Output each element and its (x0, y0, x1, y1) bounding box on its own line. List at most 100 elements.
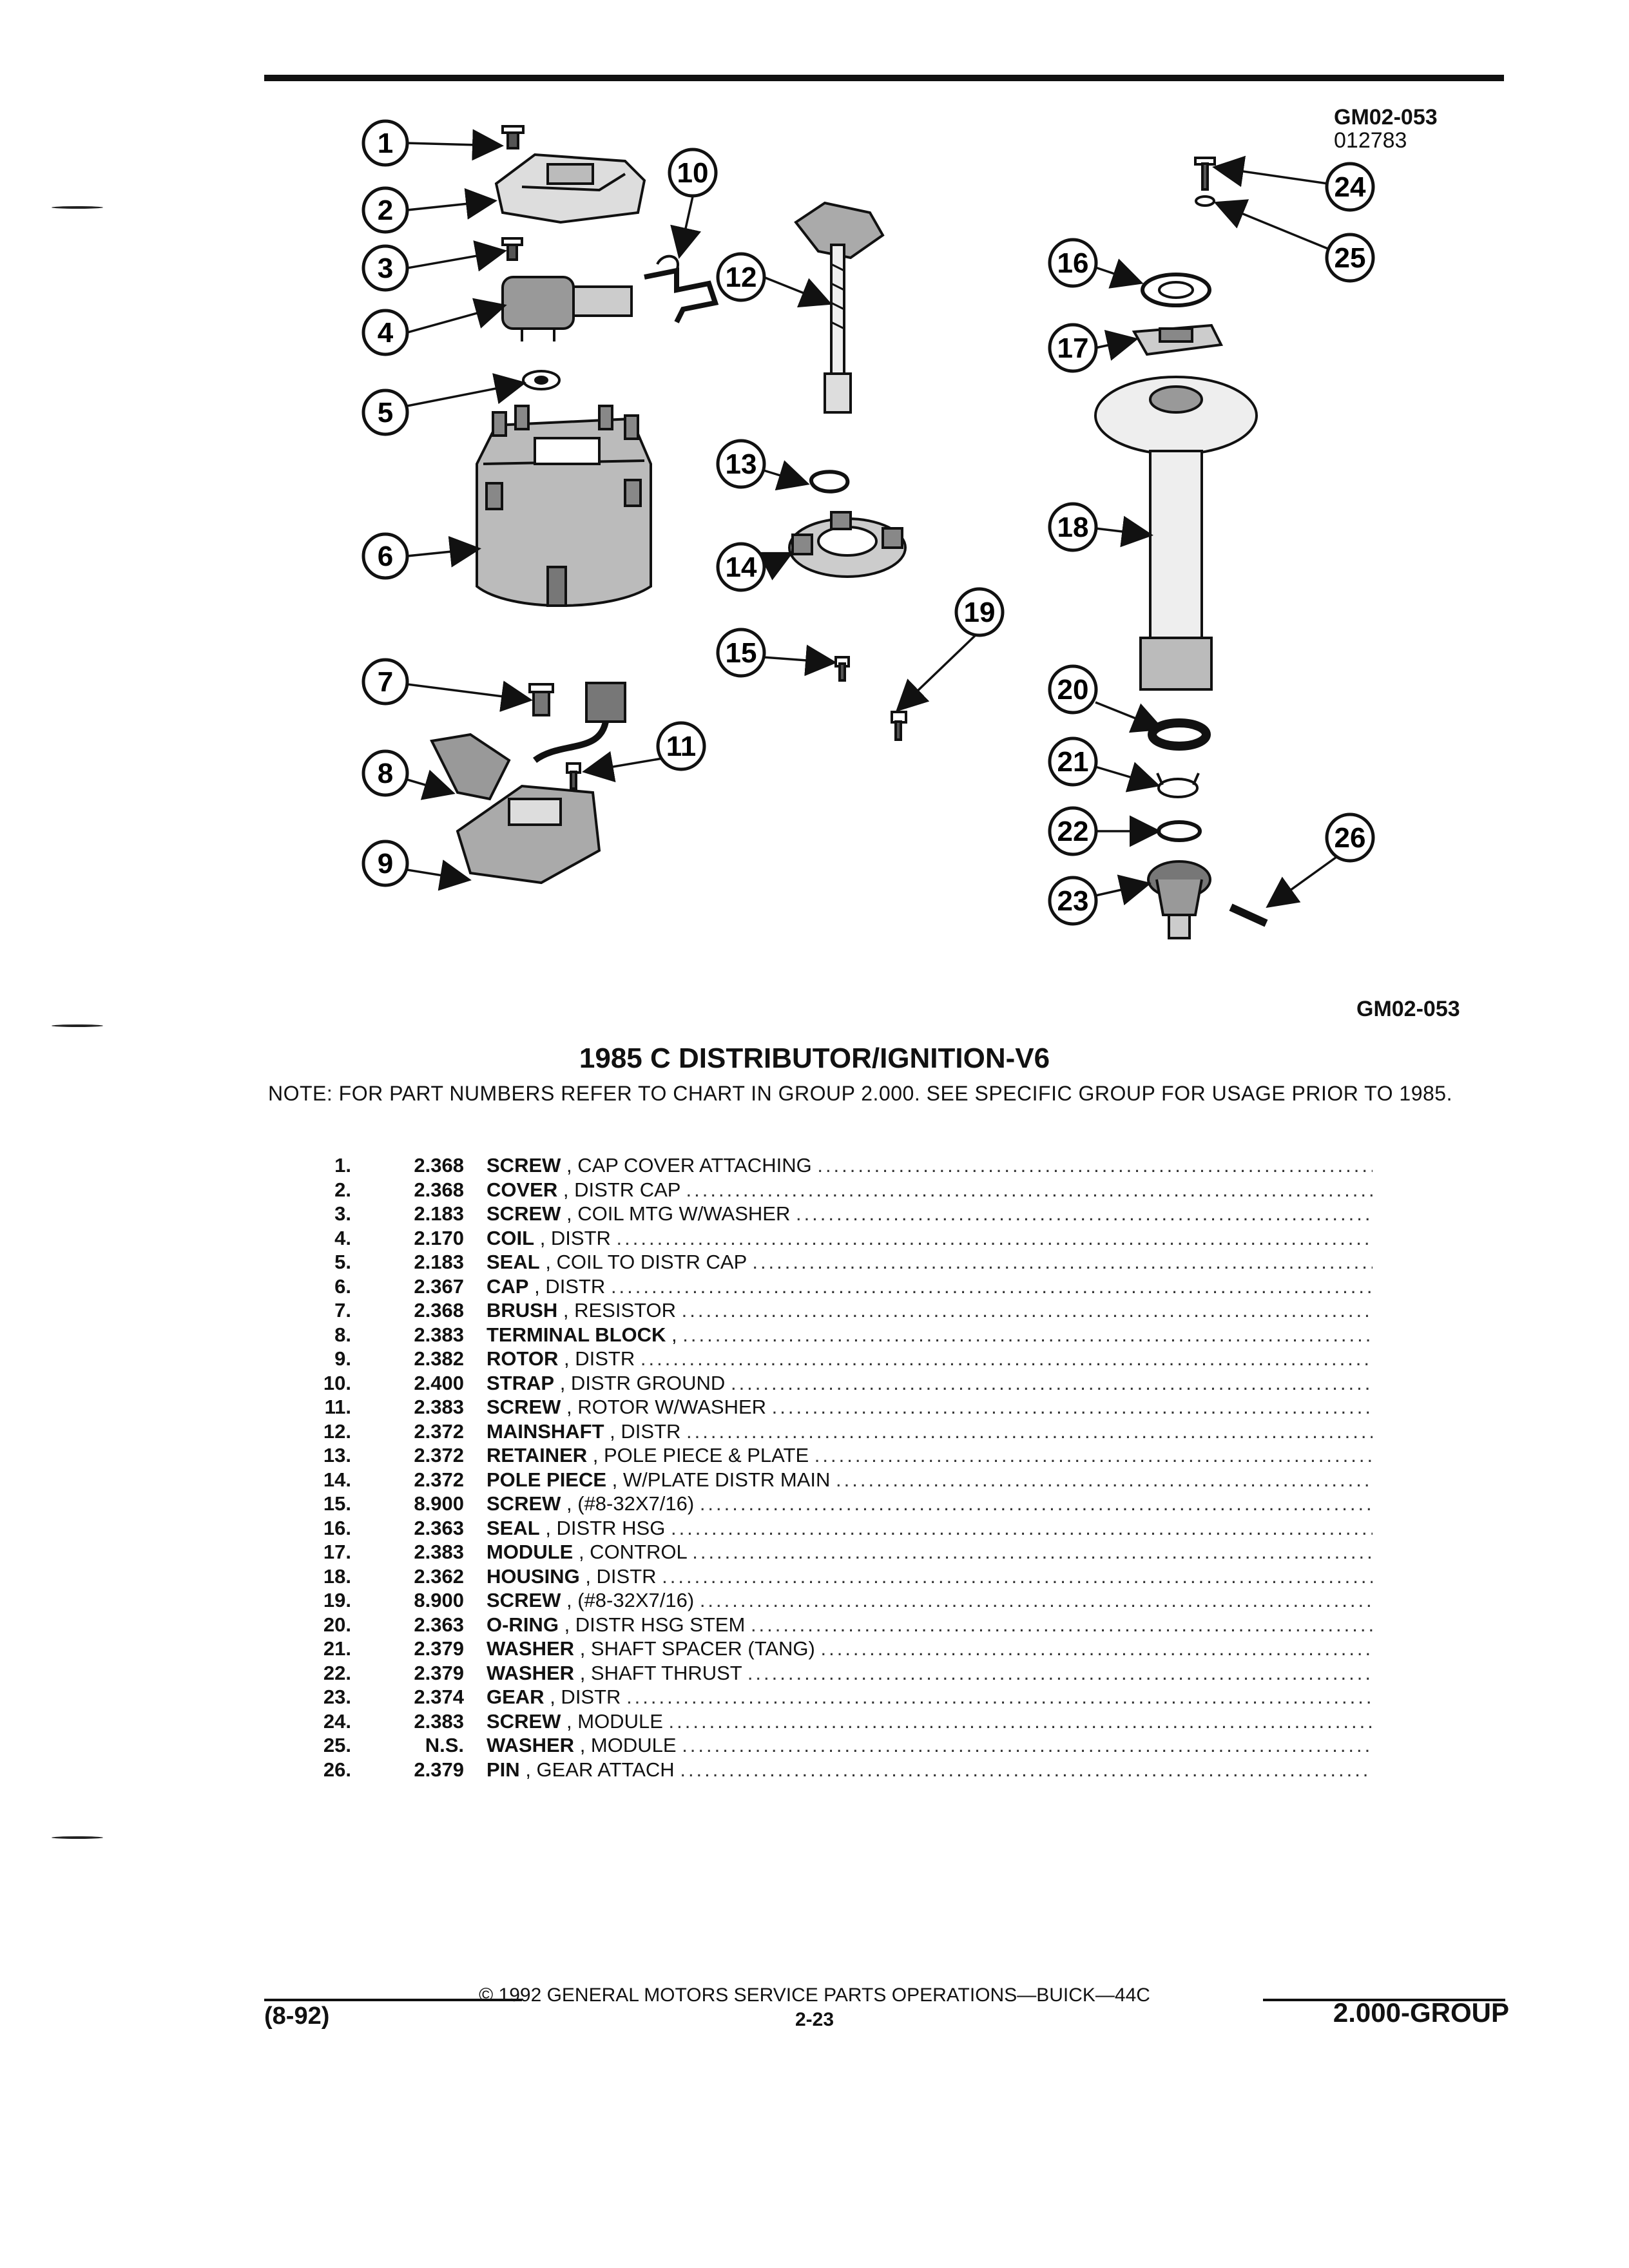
leader-dots: ........................................… (686, 1178, 1373, 1201)
part-description: COVER , DISTR CAP ......................… (487, 1178, 1373, 1202)
leader-dots: ........................................… (668, 1709, 1373, 1733)
part-detail: , DISTR (550, 1686, 621, 1708)
callout-3-label: 3 (378, 253, 393, 284)
callout-10: 10 (668, 148, 718, 198)
part-name: O-RING (487, 1613, 559, 1636)
part-item-number: 8. (334, 1323, 351, 1346)
part-screw-11 (566, 762, 581, 790)
part-item-number: 25. (323, 1734, 351, 1756)
part-brush-resistor (528, 683, 554, 716)
callout-circles: 1 2 3 4 5 6 7 8 9 10 11 12 13 14 15 16 1… (361, 119, 1375, 926)
binder-mark (52, 206, 103, 209)
callout-2: 2 (361, 186, 409, 234)
leader-dots: ........................................… (610, 1274, 1373, 1298)
part-group-number: 2.383 (414, 1323, 464, 1346)
part-name: CAP (487, 1274, 529, 1298)
part-item-number: 2. (334, 1178, 351, 1201)
part-item-number: 23. (323, 1686, 351, 1708)
part-detail: , CONTROL (578, 1541, 687, 1563)
part-description: SCREW , ROTOR W/WASHER .................… (487, 1395, 1373, 1419)
callout-5: 5 (361, 389, 409, 436)
part-washer-thrust (1157, 820, 1202, 842)
part-description: CAP , DISTR ............................… (487, 1274, 1373, 1298)
part-name: POLE PIECE (487, 1468, 607, 1491)
part-name: SCREW (487, 1589, 561, 1611)
leader-dots: ........................................… (814, 1444, 1373, 1466)
part-item-number: 4. (334, 1226, 351, 1249)
part-group-number: 2.183 (414, 1251, 464, 1273)
part-group-number: 2.379 (414, 1661, 464, 1684)
part-item-number: 14. (323, 1468, 351, 1491)
leader-dots: ........................................… (626, 1686, 1373, 1708)
callout-8-label: 8 (378, 758, 393, 789)
parts-list-row: 8. 2.383 TERMINAL BLOCK , ................… (277, 1323, 1373, 1347)
callout-7-label: 7 (378, 666, 393, 698)
part-group-number: 2.372 (414, 1419, 464, 1443)
callout-14-label: 14 (726, 552, 757, 583)
part-ground-strap (644, 255, 719, 323)
part-name: TERMINAL BLOCK (487, 1323, 666, 1346)
callout-9: 9 (361, 840, 409, 887)
part-item-number: 3. (334, 1202, 351, 1225)
leader-dots: ........................................… (670, 1516, 1373, 1539)
callout-19-label: 19 (964, 597, 996, 628)
callout-12: 12 (716, 252, 766, 302)
part-housing (1094, 376, 1258, 691)
part-detail: , MODULE (579, 1734, 677, 1756)
part-detail: , DISTR (610, 1419, 681, 1443)
part-name: WASHER (487, 1734, 575, 1756)
part-item-number: 11. (324, 1396, 351, 1418)
part-mainshaft (794, 201, 885, 414)
part-description: HOUSING , DISTR ........................… (487, 1564, 1373, 1588)
part-detail: , DISTR CAP (563, 1178, 680, 1201)
callout-13: 13 (716, 439, 766, 489)
callout-6-label: 6 (378, 541, 393, 572)
callout-21-label: 21 (1057, 746, 1089, 778)
callout-1: 1 (361, 119, 409, 167)
part-item-number: 15. (323, 1492, 351, 1515)
page-title: 1985 C DISTRIBUTOR/IGNITION-V6 (579, 1043, 1050, 1074)
part-description: COIL , DISTR ...........................… (487, 1226, 1373, 1250)
part-description: WASHER , SHAFT SPACER (TANG) ...........… (487, 1637, 1373, 1660)
part-detail: , COIL TO DISTR CAP (545, 1251, 747, 1273)
part-description: RETAINER , POLE PIECE & PLATE ..........… (487, 1443, 1373, 1467)
part-detail: , COIL MTG W/WASHER (566, 1202, 791, 1225)
leader-dots: ........................................… (750, 1613, 1373, 1636)
figure-code-block: GM02-053 012783 (1334, 106, 1438, 152)
part-name: WASHER (487, 1637, 575, 1660)
part-detail: , DISTR HSG STEM (564, 1613, 746, 1636)
part-description: SCREW , MODULE .........................… (487, 1709, 1373, 1733)
part-group-number: 2.368 (414, 1299, 464, 1321)
part-group-number: 2.363 (414, 1516, 464, 1539)
part-description: WASHER , SHAFT THRUST ..................… (487, 1661, 1373, 1685)
part-description: O-RING , DISTR HSG STEM ................… (487, 1613, 1373, 1637)
part-detail: , DISTR (564, 1347, 635, 1370)
part-description: TERMINAL BLOCK , .......................… (487, 1323, 1373, 1347)
part-item-number: 19. (323, 1589, 351, 1611)
part-name: HOUSING (487, 1564, 580, 1588)
leader-dots: ........................................… (771, 1396, 1373, 1418)
part-name: WASHER (487, 1661, 575, 1684)
figure-code-bottom: GM02-053 (1356, 997, 1460, 1021)
footer-date: (8-92) (264, 2003, 330, 2030)
part-detail: , DISTR GROUND (559, 1371, 726, 1394)
part-group-number: 2.383 (414, 1541, 464, 1563)
callout-11-label: 11 (666, 731, 697, 762)
part-group-number: 2.372 (414, 1444, 464, 1466)
part-item-number: 6. (334, 1274, 351, 1298)
part-rotor (456, 784, 601, 885)
part-detail: , CAP COVER ATTACHING (566, 1154, 812, 1177)
part-detail: , (#8-32X7/16) (566, 1492, 695, 1515)
part-detail: , (671, 1323, 677, 1346)
callout-19: 19 (954, 587, 1005, 637)
footer-group: 2.000-GROUP (1333, 1997, 1509, 2028)
binder-mark (52, 1836, 103, 1839)
